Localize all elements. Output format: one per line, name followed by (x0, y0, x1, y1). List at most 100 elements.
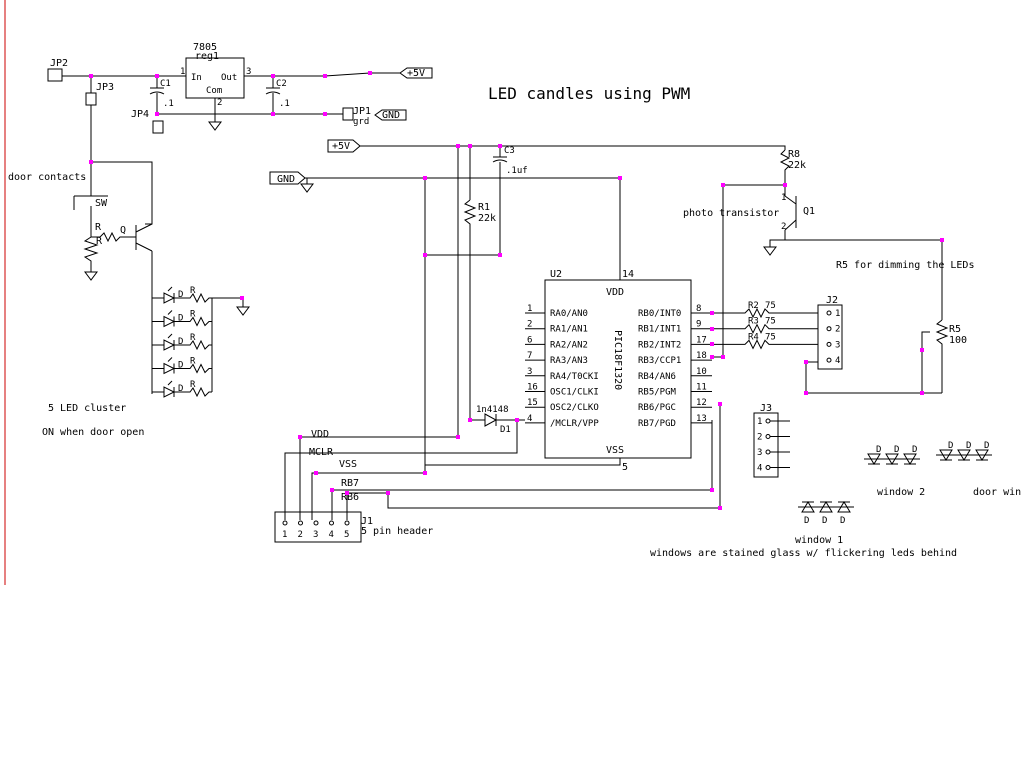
junction-dot (721, 355, 725, 359)
j1-pin (344, 520, 350, 526)
mcu-vss-label: VSS (606, 445, 624, 456)
mcu-right-pin-num: 8 (696, 304, 701, 314)
cluster-resistor-ref: R (190, 357, 196, 367)
junction-dot (710, 327, 714, 331)
cluster-led (163, 292, 176, 304)
jp2-label: JP2 (50, 58, 68, 69)
mcu-right-pin-num: 11 (696, 383, 707, 393)
mcu-left-pin-num: 3 (527, 367, 532, 377)
junction-dot (155, 74, 159, 78)
j2-pin-num: 2 (835, 325, 840, 335)
jumper-jp3 (85, 92, 97, 106)
mcu-left-pin-num: 2 (527, 320, 532, 330)
j3-pin-num: 3 (757, 448, 762, 458)
programming-header-section: J1 5 pin header VDD MCLR VSS RB7 RB6 (274, 146, 721, 543)
junction-dot (804, 360, 808, 364)
junction-dot (271, 74, 275, 78)
mcu-ref: U2 (550, 269, 562, 280)
junction-dot (323, 74, 327, 78)
mcu-left-pin-name: /MCLR/VPP (550, 419, 599, 429)
cluster-led (163, 386, 176, 398)
schematic-title: LED candles using PWM (488, 84, 690, 103)
sw-label: SW (95, 198, 108, 209)
c2-value: .1 (279, 99, 290, 109)
mcu-right-pin-name: RB6/PGC (638, 403, 676, 413)
mcu-left-pin-name: RA1/AN1 (550, 325, 588, 335)
mcu-left-pin-name: RA0/AN0 (550, 309, 588, 319)
cluster-led (163, 362, 176, 375)
junction-dot (423, 253, 427, 257)
net-vss-label: VSS (339, 459, 357, 470)
connector-j3: J3 (753, 403, 779, 478)
q1-pin2: 2 (781, 222, 786, 232)
reg-pin1: 1 (180, 67, 185, 77)
cluster-resistor-ref: R (190, 333, 196, 343)
mcu-right-pin-num: 10 (696, 367, 707, 377)
junction-dot (386, 491, 390, 495)
cluster-resistor-ref: R (190, 286, 196, 296)
j1-pin-num: 2 (298, 530, 303, 540)
cluster-resistor-ref: R (190, 380, 196, 390)
regulator-ref: reg1 (195, 51, 219, 62)
c2-label: C2 (276, 79, 287, 89)
power-supply-section: JP2 7805 reg1 In Out Com 1 3 2 +5V C1 .1… (47, 42, 433, 134)
mcu-right-pin-num: 17 (696, 335, 707, 345)
series-resistor-ref: R4 (748, 332, 759, 342)
junction-dots (89, 71, 944, 510)
door-contacts-label: door contacts (8, 172, 86, 183)
jumper-jp4 (152, 120, 164, 134)
pic18f1320-chip (544, 279, 692, 459)
cluster-resistor (174, 363, 212, 374)
reg-pin2: 2 (217, 98, 222, 108)
junction-dot (920, 391, 924, 395)
window-led-ref: D (894, 445, 899, 455)
j1-pin-num: 3 (313, 530, 318, 540)
net-mclr-label: MCLR (309, 447, 334, 458)
c1-value: .1 (163, 99, 174, 109)
window1-label: window 1 (795, 535, 843, 546)
j1-pin-num: 5 (344, 530, 349, 540)
j3-pin-num: 1 (757, 417, 762, 427)
mcu-left-pin-name: OSC1/CLKI (550, 388, 599, 398)
door-r2-label: R (96, 236, 103, 247)
mcu-right-pin-num: 18 (696, 351, 707, 361)
mcu-part-vertical: PIC18F1320 (612, 330, 623, 390)
j1-pin (313, 520, 319, 526)
mcu-right-pin-num: 12 (696, 398, 707, 408)
junction-dot (515, 418, 519, 422)
junction-dot (298, 435, 302, 439)
mcu-section: +5V R8 22k GND C3 .1uf R1 22k 1n4148 D1 … (269, 139, 806, 520)
cluster-led-ref: D (178, 337, 183, 347)
j3-pin (765, 418, 771, 424)
j2-pin (826, 357, 832, 363)
c3-value: .1uf (506, 166, 528, 176)
window-led-ref: D (984, 441, 989, 451)
j3-pin-num: 2 (757, 433, 762, 443)
junction-dot (240, 296, 244, 300)
cluster-led-ref: D (178, 361, 183, 371)
d1-ref: D1 (500, 425, 511, 435)
j3-pin (765, 465, 771, 470)
j1-pin (329, 520, 334, 526)
plus5v-net-flag-top (399, 67, 433, 79)
j2-ref: J2 (826, 295, 838, 306)
gnd-top-label: GND (382, 110, 400, 121)
net-rb6-label: RB6 (341, 492, 359, 503)
cluster-resistor (174, 339, 212, 351)
junction-dot (330, 488, 334, 492)
mcu-vdd-pin: 14 (622, 269, 634, 280)
j3-pin-num: 4 (757, 464, 762, 474)
j2-pin (826, 310, 832, 316)
j3-ref: J3 (760, 403, 772, 414)
junction-dot (271, 112, 275, 116)
cluster-resistor (174, 386, 212, 398)
window-led-ref: D (948, 441, 953, 451)
junction-dot (718, 402, 722, 406)
j1-pin (298, 520, 303, 526)
door-circuit-section: door contacts SW R R Q 5 LED cluster ON … (8, 105, 250, 438)
jumper-jp1 (342, 107, 354, 121)
junction-dot (368, 71, 372, 75)
junction-dot (718, 506, 722, 510)
